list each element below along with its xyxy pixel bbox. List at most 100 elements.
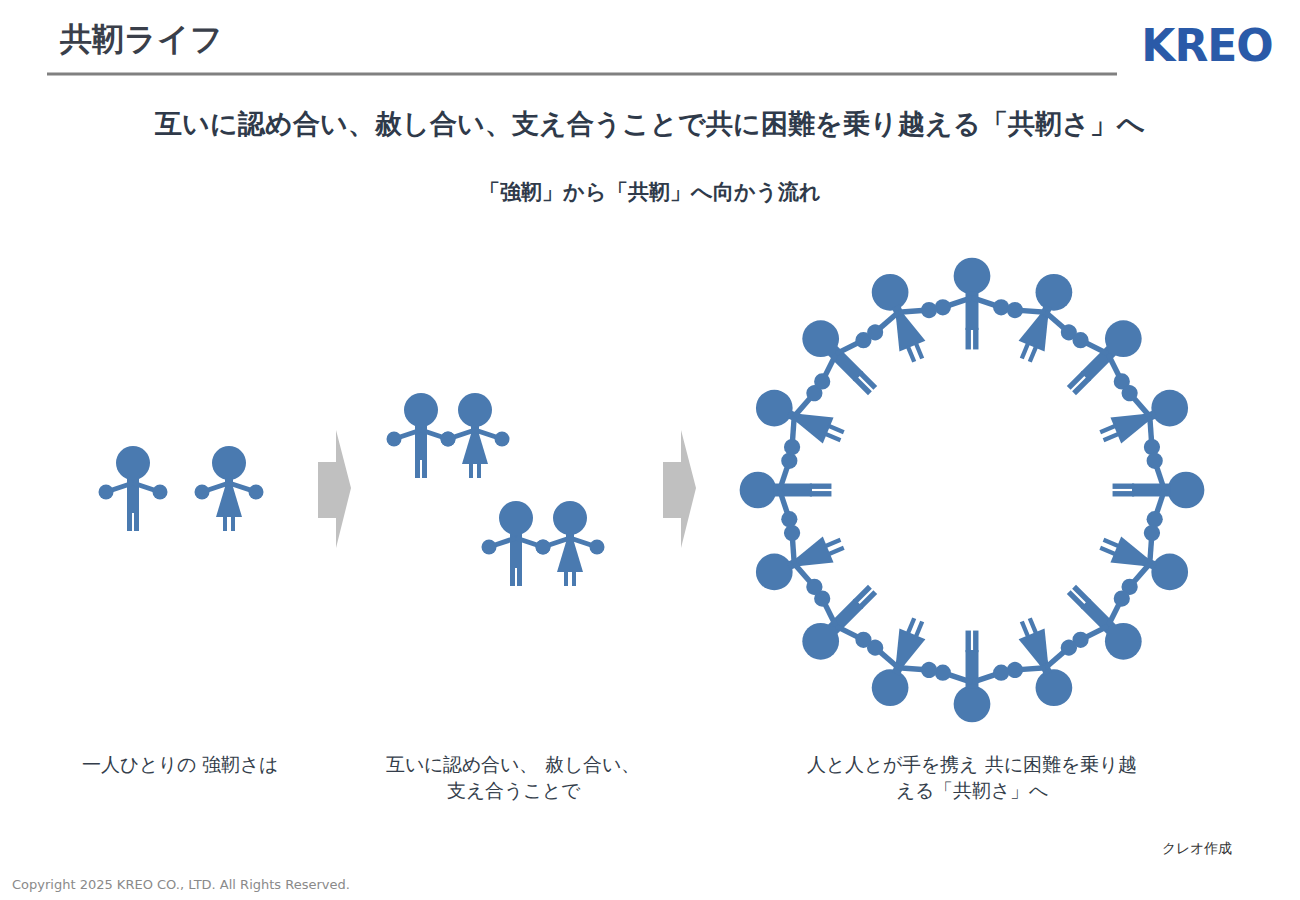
- skirt: [557, 542, 583, 572]
- hand: [195, 485, 210, 500]
- girl-figure: [991, 261, 1095, 374]
- girl-figure: [849, 261, 953, 374]
- hand: [441, 432, 456, 447]
- boy-figure: [781, 563, 899, 681]
- hand: [1110, 587, 1133, 610]
- leg: [1072, 376, 1091, 395]
- leg: [827, 546, 845, 557]
- title-rule: [47, 73, 1117, 76]
- girl-figure: [536, 501, 605, 586]
- skirt: [216, 487, 242, 517]
- girl-figure: [991, 606, 1095, 719]
- leg: [231, 515, 235, 531]
- head: [954, 686, 991, 723]
- hand: [1004, 299, 1025, 320]
- hand: [536, 540, 551, 555]
- leg: [906, 345, 917, 363]
- girl-figure: [743, 509, 856, 613]
- subheading: 「強靭」から「共靭」へ向かう流れ: [479, 178, 821, 206]
- leg: [517, 566, 522, 586]
- head: [458, 393, 492, 427]
- leg: [477, 462, 481, 478]
- hand: [804, 576, 825, 597]
- girl-figure: [195, 446, 264, 531]
- hand: [1069, 329, 1092, 352]
- hand: [781, 453, 797, 469]
- leg: [973, 631, 978, 653]
- head: [404, 393, 438, 427]
- hand: [482, 540, 497, 555]
- leg: [914, 342, 925, 360]
- leg: [572, 570, 576, 586]
- headline: 互いに認め合い、赦し合い、支え合うことで共に困難を乗り越える「共靭さ」へ: [155, 106, 1145, 142]
- leg: [1099, 546, 1117, 557]
- leg: [1020, 342, 1031, 360]
- hand: [536, 540, 551, 555]
- leg: [914, 621, 925, 639]
- hand: [781, 436, 802, 457]
- leg: [966, 631, 971, 653]
- leg: [810, 491, 832, 496]
- leg: [1067, 590, 1086, 609]
- leg: [1028, 617, 1039, 635]
- hand: [495, 432, 510, 447]
- girl-figure: [743, 367, 856, 471]
- leg: [510, 566, 515, 586]
- girl-figure: [1088, 509, 1201, 613]
- source-note: クレオ作成: [1162, 840, 1232, 858]
- leg: [824, 538, 842, 549]
- boy-figure: [387, 393, 456, 478]
- hand: [865, 322, 886, 343]
- head: [499, 501, 533, 535]
- page-title: 共靭ライフ: [60, 18, 223, 62]
- boy-figure: [781, 299, 899, 417]
- leg: [1103, 432, 1121, 443]
- head: [740, 472, 777, 509]
- hand: [993, 299, 1009, 315]
- hand: [1058, 637, 1079, 658]
- boy-figure: [935, 258, 1010, 350]
- company-logo: KREO: [1141, 20, 1272, 71]
- people-group: [99, 258, 1205, 723]
- leg: [127, 511, 132, 531]
- head: [553, 501, 587, 535]
- leg: [1113, 484, 1135, 489]
- hand: [935, 299, 951, 315]
- stage-caption: 一人ひとりの 強靭さは: [80, 752, 280, 778]
- hand: [1141, 522, 1162, 543]
- hand: [99, 485, 114, 500]
- hand: [249, 485, 264, 500]
- leg: [973, 328, 978, 350]
- leg: [827, 424, 845, 435]
- leg: [1113, 491, 1135, 496]
- boy-figure: [935, 631, 1010, 723]
- girl-figure: [849, 606, 953, 719]
- leg: [1028, 345, 1039, 363]
- leg: [966, 328, 971, 350]
- boy-figure: [482, 501, 551, 586]
- hand: [1119, 383, 1140, 404]
- hand: [387, 432, 402, 447]
- head: [954, 258, 991, 295]
- leg: [415, 458, 420, 478]
- hand: [811, 370, 834, 393]
- leg: [810, 484, 832, 489]
- head: [116, 446, 150, 480]
- hand: [590, 540, 605, 555]
- leg: [469, 462, 473, 478]
- leg: [858, 371, 877, 390]
- hand: [781, 511, 797, 527]
- flow-arrow: [663, 430, 696, 548]
- leg: [853, 585, 872, 604]
- leg: [223, 515, 227, 531]
- hand: [852, 628, 875, 651]
- stage-caption: 互いに認め合い、 赦し合い、支え合うことで: [383, 752, 643, 803]
- leg: [422, 458, 427, 478]
- hand: [935, 665, 951, 681]
- head: [1168, 472, 1205, 509]
- copyright: Copyright 2025 KREO CO., LTD. All Rights…: [12, 877, 350, 892]
- girl-figure: [441, 393, 510, 478]
- leg: [1103, 538, 1121, 549]
- hand: [1147, 511, 1163, 527]
- boy-figure: [1045, 563, 1163, 681]
